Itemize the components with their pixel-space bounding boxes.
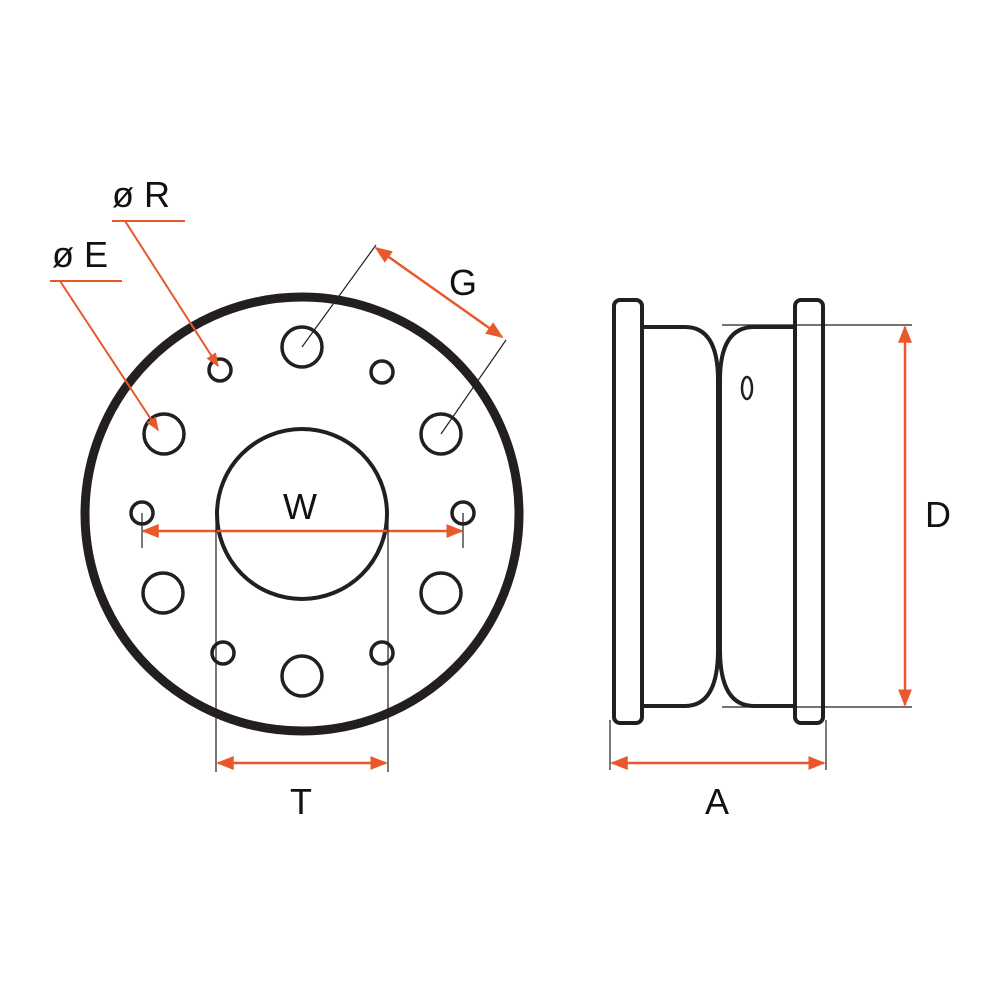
bolt-hole [207, 357, 233, 383]
front-view [50, 220, 524, 772]
stud-hole-diameter-label: ø E [52, 234, 108, 275]
bolt-hole-leader [112, 220, 219, 368]
valve-hole [740, 375, 754, 401]
diameter-label: D [925, 494, 951, 535]
center-bore [215, 427, 389, 601]
stud-hole [142, 412, 186, 456]
stud-hole [419, 412, 463, 456]
left-flange [612, 298, 644, 725]
stud-hole [280, 654, 324, 698]
side-view [609, 298, 912, 770]
hole-spacing-dimension [301, 244, 507, 435]
stud-hole [419, 571, 463, 615]
right-barrel [718, 325, 795, 708]
center-bore-dimension [215, 514, 389, 772]
bolt-hole-diameter-label: ø R [112, 174, 170, 215]
wheel-outer-rim [80, 292, 524, 736]
hole-span-label: W [283, 486, 317, 527]
diameter-dimension [722, 324, 912, 708]
stud-hole [141, 571, 185, 615]
center-bore-label: T [290, 781, 312, 822]
right-flange [793, 298, 825, 725]
bolt-hole [369, 359, 395, 385]
hole-span-dimension [141, 513, 464, 548]
bolt-hole [369, 640, 395, 666]
stud-hole-leader [50, 280, 159, 432]
left-barrel [642, 325, 720, 708]
width-label: A [705, 781, 729, 822]
bolt-hole [210, 640, 236, 666]
stud-hole [280, 325, 324, 369]
hole-spacing-label: G [449, 262, 477, 303]
width-dimension [609, 720, 827, 770]
